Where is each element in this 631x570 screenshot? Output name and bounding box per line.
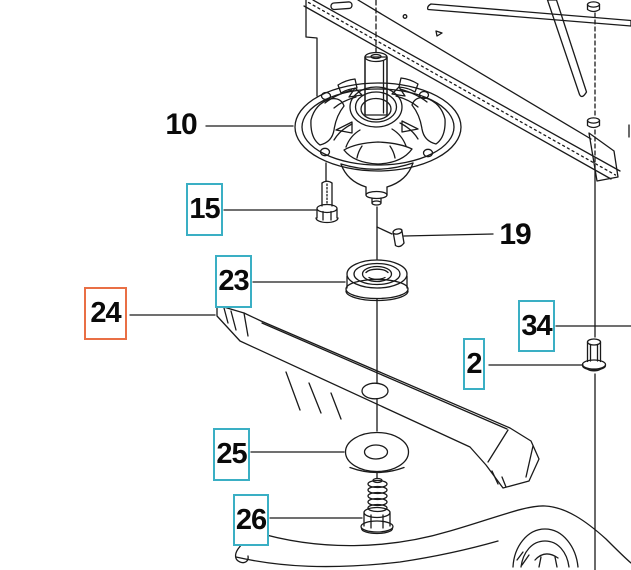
blade-bolt-drawing [360, 477, 394, 535]
key-pin-drawing [376, 226, 405, 248]
callout-25-label: 25 [216, 438, 247, 470]
callout-34[interactable]: 34 [518, 300, 555, 352]
callout-15-label: 15 [189, 193, 220, 225]
callout-2-label: 2 [466, 347, 482, 380]
spindle-bolt-drawing [315, 180, 339, 224]
bearing-drawing [345, 259, 409, 302]
callout-23-label: 23 [218, 265, 249, 297]
callout-leader-lines [129, 125, 631, 519]
callout-19: 19 [494, 219, 536, 251]
deck-weld-nut-top-icon [586, 1, 601, 13]
leader-line-19 [403, 233, 494, 237]
blade-center-hole [361, 382, 389, 400]
blade-washer-drawing [344, 431, 410, 474]
deck-plate-drawing [303, 0, 631, 182]
spacer-nut-drawing [581, 169, 607, 570]
callout-2[interactable]: 2 [463, 338, 485, 390]
callout-24[interactable]: 24 [84, 287, 127, 340]
callout-25[interactable]: 25 [213, 428, 250, 481]
deck-weld-nut-lower-icon [586, 117, 601, 129]
spindle-assembly-drawing [294, 51, 462, 206]
callout-19-label: 19 [499, 218, 531, 251]
callout-24-label: 24 [90, 297, 121, 329]
callout-34-label: 34 [521, 309, 552, 342]
callout-26[interactable]: 26 [233, 494, 269, 546]
deck-shell-drawing [234, 505, 631, 568]
callout-10: 10 [159, 106, 203, 144]
callout-26-label: 26 [235, 503, 267, 536]
callout-15[interactable]: 15 [186, 183, 223, 236]
callout-23[interactable]: 23 [215, 255, 252, 308]
callout-10-label: 10 [165, 108, 197, 141]
blade-drawing [216, 304, 540, 489]
